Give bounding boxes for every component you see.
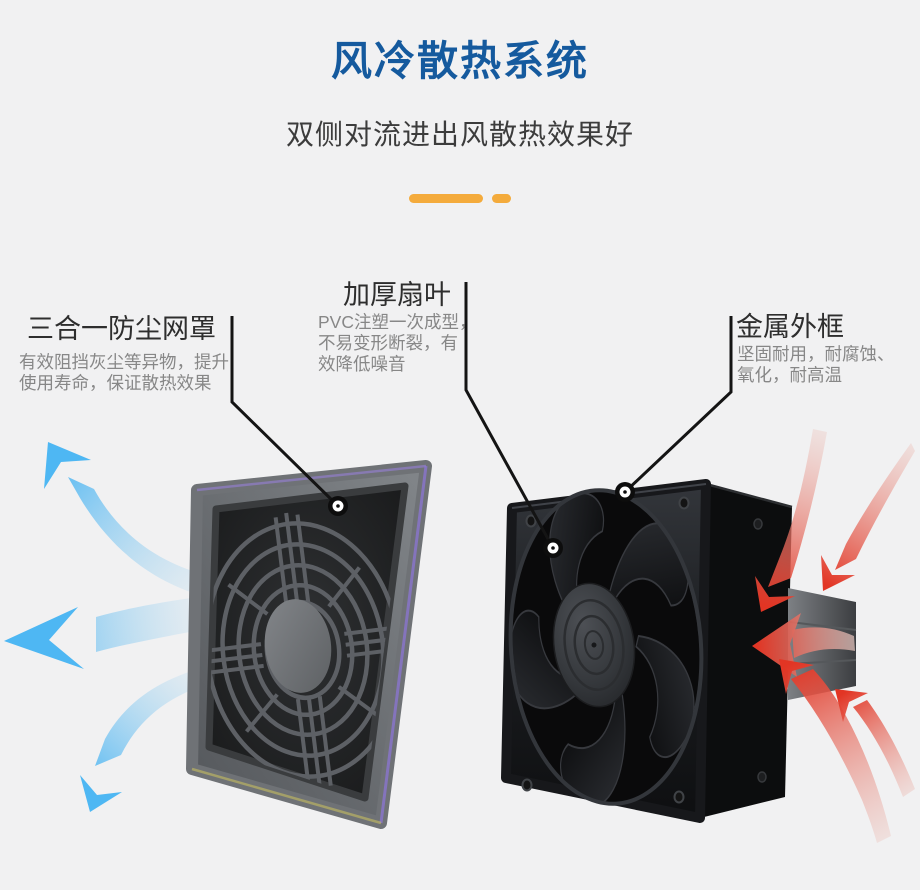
fan-hub <box>552 582 636 708</box>
callout-line-fan-blade <box>464 282 555 549</box>
divider-short-dash <box>492 194 511 203</box>
dust-filter-cover-image <box>186 460 432 829</box>
annotation-title-fan-blade: 加厚扇叶 <box>343 280 451 310</box>
annotation-desc-line: 不易变形断裂，有 <box>318 333 458 353</box>
annotation-desc-fan-blade: PVC注塑一次成型， 不易变形断裂，有 效降低噪音 <box>318 312 476 375</box>
airflow-out-arrow-2 <box>821 443 915 591</box>
callout-dot-fan-blade <box>543 538 563 558</box>
airflow-in-arrows <box>4 442 214 812</box>
airflow-out-arrows <box>752 429 915 843</box>
airflow-in-arrow-middle <box>4 596 205 669</box>
cover-center-cap <box>264 599 332 693</box>
divider-long-dash <box>409 194 483 203</box>
annotation-desc-metal-frame: 坚固耐用，耐腐蚀、 氧化，耐高温 <box>737 344 895 386</box>
annotation-desc-line: PVC注塑一次成型， <box>318 312 477 332</box>
page-title: 风冷散热系统 <box>331 38 589 84</box>
callout-line-dust-cover <box>230 316 340 508</box>
airflow-in-arrow-top <box>44 442 214 598</box>
annotation-desc-dust-cover: 有效阻挡灰尘等异物，提升 使用寿命，保证散热效果 <box>19 352 229 394</box>
annotation-desc-line: 效降低噪音 <box>318 354 406 374</box>
airflow-out-arrow-1 <box>755 429 827 612</box>
airflow-out-arrow-4 <box>779 659 891 843</box>
annotation-desc-line: 坚固耐用，耐腐蚀、 <box>737 344 895 364</box>
annotation-title-metal-frame: 金属外框 <box>736 312 844 342</box>
callout-line-metal-frame <box>623 316 733 494</box>
fan-screw-holes <box>521 496 690 804</box>
axial-fan-image <box>501 479 857 823</box>
annotation-desc-line: 氧化，耐高温 <box>737 365 842 385</box>
page-subtitle: 双侧对流进出风散热效果好 <box>285 119 634 150</box>
fan-rear-frame <box>700 484 792 818</box>
fan-opening-rim <box>508 488 704 806</box>
airflow-out-arrow-5 <box>835 689 915 797</box>
callouts <box>230 282 733 549</box>
annotation-desc-line: 有效阻挡灰尘等异物，提升 <box>19 352 229 372</box>
callout-dot-dust-cover <box>328 496 348 516</box>
annotation-desc-line: 使用寿命，保证散热效果 <box>19 373 212 393</box>
callout-dot-metal-frame <box>615 482 635 502</box>
accent-divider <box>0 194 920 203</box>
airflow-in-arrow-bottom <box>80 666 214 812</box>
annotation-title-dust-cover: 三合一防尘网罩 <box>27 314 216 344</box>
